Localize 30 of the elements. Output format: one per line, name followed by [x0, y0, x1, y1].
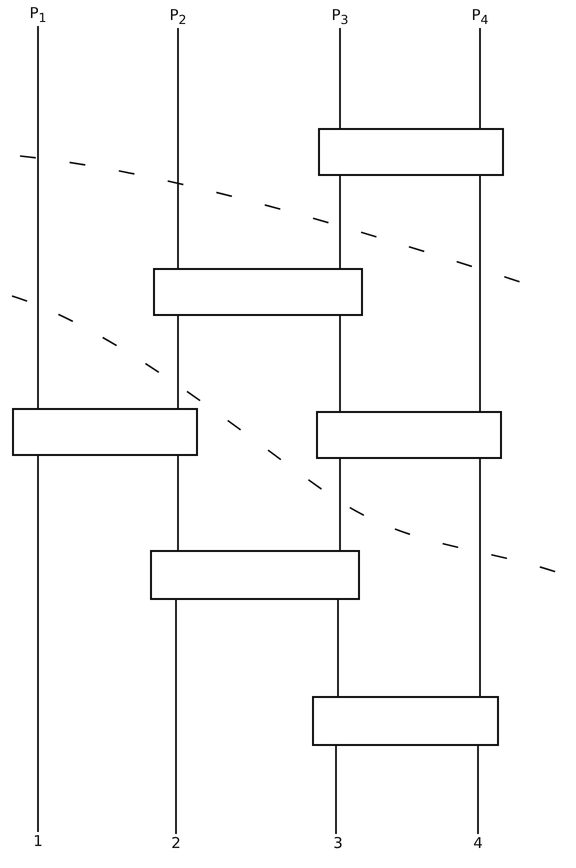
process-box: [12, 408, 198, 456]
vertical-line: [339, 316, 341, 411]
output-label: 2: [166, 834, 186, 854]
process-label: P$_{3}$: [328, 6, 352, 28]
output-label: 1: [28, 832, 48, 852]
process-box: [153, 268, 363, 316]
vertical-line: [335, 746, 337, 834]
vertical-line: [479, 459, 481, 696]
process-label: P$_{1}$: [26, 4, 50, 26]
vertical-line: [477, 746, 479, 834]
vertical-line: [479, 28, 481, 128]
vertical-line: [339, 176, 341, 268]
process-box: [312, 696, 499, 746]
vertical-line: [175, 600, 177, 834]
vertical-line: [337, 600, 339, 696]
process-label: P$_{2}$: [166, 6, 190, 28]
vertical-line: [177, 28, 179, 268]
process-box: [318, 128, 504, 176]
vertical-line: [339, 459, 341, 550]
vertical-line: [339, 28, 341, 128]
process-label: P$_{4}$: [468, 6, 492, 28]
vertical-line: [37, 26, 39, 408]
vertical-line: [37, 456, 39, 832]
output-label: 3: [328, 834, 348, 854]
process-box: [316, 411, 502, 459]
vertical-line: [479, 176, 481, 411]
output-label: 4: [468, 834, 488, 854]
vertical-line: [177, 316, 179, 408]
vertical-line: [177, 456, 179, 550]
process-box: [150, 550, 360, 600]
